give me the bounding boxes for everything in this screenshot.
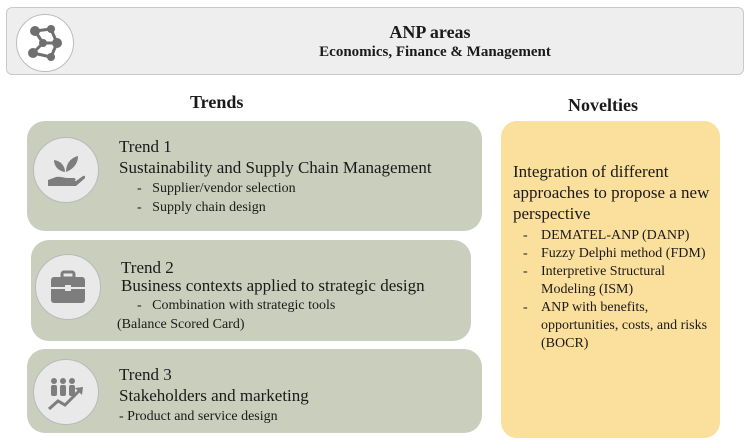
network-molecule-icon <box>28 25 62 61</box>
people-growth-icon <box>48 378 83 411</box>
novelties-intro: Integration of different approaches to p… <box>513 162 710 223</box>
trend-title: Trend 3 <box>119 365 172 384</box>
list-item: -Interpretive Structural Modeling (ISM) <box>523 264 666 297</box>
header-subtitle: Economics, Finance & Management <box>319 44 551 60</box>
header-title: ANP areas <box>389 22 471 42</box>
novelties-list: -DEMATEL-ANP (DANP) -Fuzzy Delphi method… <box>523 227 713 353</box>
trends-heading: Trends <box>190 92 244 112</box>
list-item: -ANP with benefits, opportunities, costs… <box>523 300 708 351</box>
trend-card-3: Trend 3 Stakeholders and marketing - Pro… <box>27 349 482 433</box>
trend-subtitle: Business contexts applied to strategic d… <box>121 276 425 295</box>
trend-subtitle: Sustainability and Supply Chain Manageme… <box>119 158 432 177</box>
trend-item: - Product and service design <box>119 409 278 424</box>
briefcase-icon <box>51 270 85 303</box>
trend-icon-circle <box>35 254 101 320</box>
list-item: -Fuzzy Delphi method (FDM) <box>523 246 706 261</box>
trend-item: - Supply chain design <box>137 200 266 215</box>
logo <box>16 14 74 72</box>
trend-icon-circle <box>33 137 99 203</box>
trend-card-2: Trend 2 Business contexts applied to str… <box>31 240 471 341</box>
trend-item: - Supplier/vendor selection <box>137 181 296 196</box>
trend-title: Trend 1 <box>119 137 172 156</box>
trend-title: Trend 2 <box>121 258 174 277</box>
novelties-card: Integration of different approaches to p… <box>501 121 720 438</box>
header-banner: ANP areas Economics, Finance & Managemen… <box>6 7 744 75</box>
trend-icon-circle <box>33 359 99 425</box>
hand-plant-icon <box>48 156 86 186</box>
trend-subtitle: Stakeholders and marketing <box>119 386 309 405</box>
trend-item: - Combination with strategic tools <box>137 298 336 313</box>
list-item: -DEMATEL-ANP (DANP) <box>523 228 690 243</box>
trend-card-1: Trend 1 Sustainability and Supply Chain … <box>27 121 482 231</box>
novelties-heading: Novelties <box>568 95 638 115</box>
trend-item: (Balance Scored Card) <box>117 317 245 332</box>
